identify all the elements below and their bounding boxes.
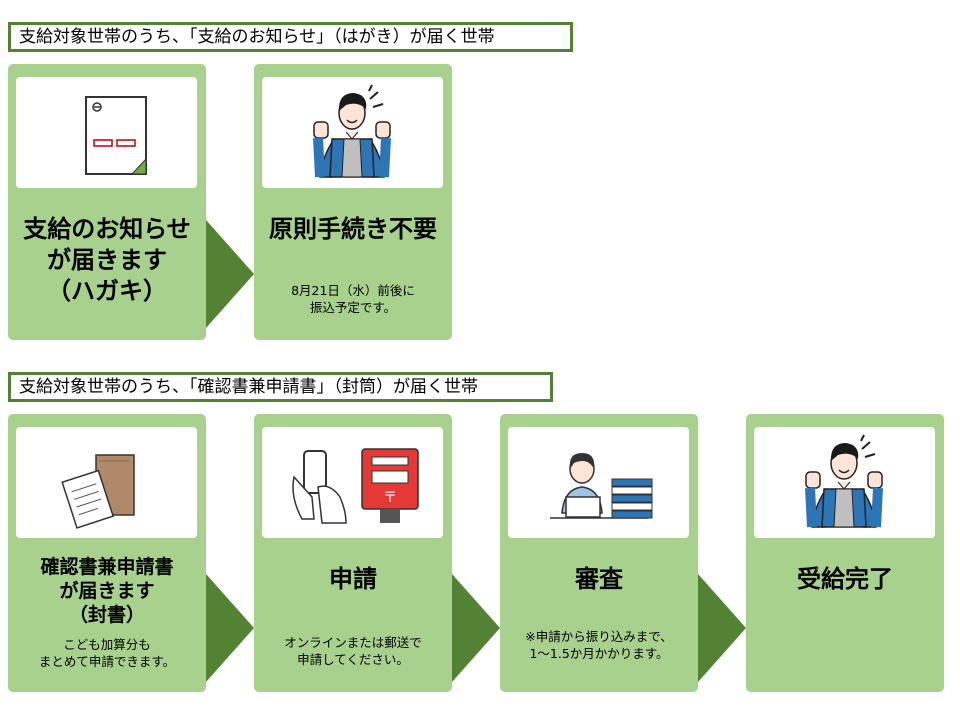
step-card-no-procedure: 原則手続き不要 8月21日（水）前後に 振込予定です。 (254, 64, 452, 340)
section2-header: 支給対象世帯のうち、「確認書兼申請書」（封筒）が届く世帯 (8, 372, 553, 402)
card-note: 8月21日（水）前後に 振込予定です。 (291, 283, 415, 315)
postcard-icon (85, 96, 147, 175)
step-card-complete: 受給完了 (746, 414, 944, 692)
card-title: 審査 (575, 565, 623, 593)
step-card-review: 審査 ※申請から振り込みまで、 1～1.5か月かかります。 (500, 414, 698, 692)
office-worker-icon (550, 453, 653, 519)
flow-arrow (452, 574, 500, 682)
envelope-document-icon (61, 454, 135, 529)
step-card-apply: 〒 申請 オンラインまたは郵送で 申請してください。 (254, 414, 452, 692)
card-title: 原則手続き不要 (269, 215, 437, 243)
card-note: オンラインまたは郵送で 申請してください。 (284, 635, 422, 667)
happy-man-image (754, 427, 935, 538)
card-title: 受給完了 (797, 565, 893, 593)
happy-man-icon (754, 427, 935, 538)
card-title: 申請 (329, 565, 377, 593)
phone-mailbox-image: 〒 (262, 427, 443, 538)
step-card-envelope: 確認書兼申請書 が届きます （封書） こども加算分も まとめて申請できます。 (8, 414, 206, 692)
envelope-image (16, 427, 197, 538)
office-worker-image (508, 427, 689, 538)
flow-arrow (206, 574, 254, 682)
card-note: こども加算分も まとめて申請できます。 (38, 637, 176, 669)
svg-text:〒: 〒 (383, 490, 397, 506)
flow-arrow (206, 220, 254, 328)
step-card-postcard: 支給のお知らせ が届きます （ハガキ） (8, 64, 206, 340)
postcard-image (16, 77, 197, 188)
section1-header: 支給対象世帯のうち、「支給のお知らせ」（はがき）が届く世帯 (8, 22, 573, 52)
flow-arrow (698, 574, 746, 682)
card-note: ※申請から振り込みまで、 1～1.5か月かかります。 (525, 629, 673, 661)
happy-man-icon (262, 77, 443, 188)
card-title: 支給のお知らせ が届きます （ハガキ） (23, 215, 191, 305)
phone-mailbox-icon: 〒 (292, 448, 419, 524)
happy-man-image (262, 77, 443, 188)
card-title: 確認書兼申請書 が届きます （封書） (40, 556, 174, 626)
